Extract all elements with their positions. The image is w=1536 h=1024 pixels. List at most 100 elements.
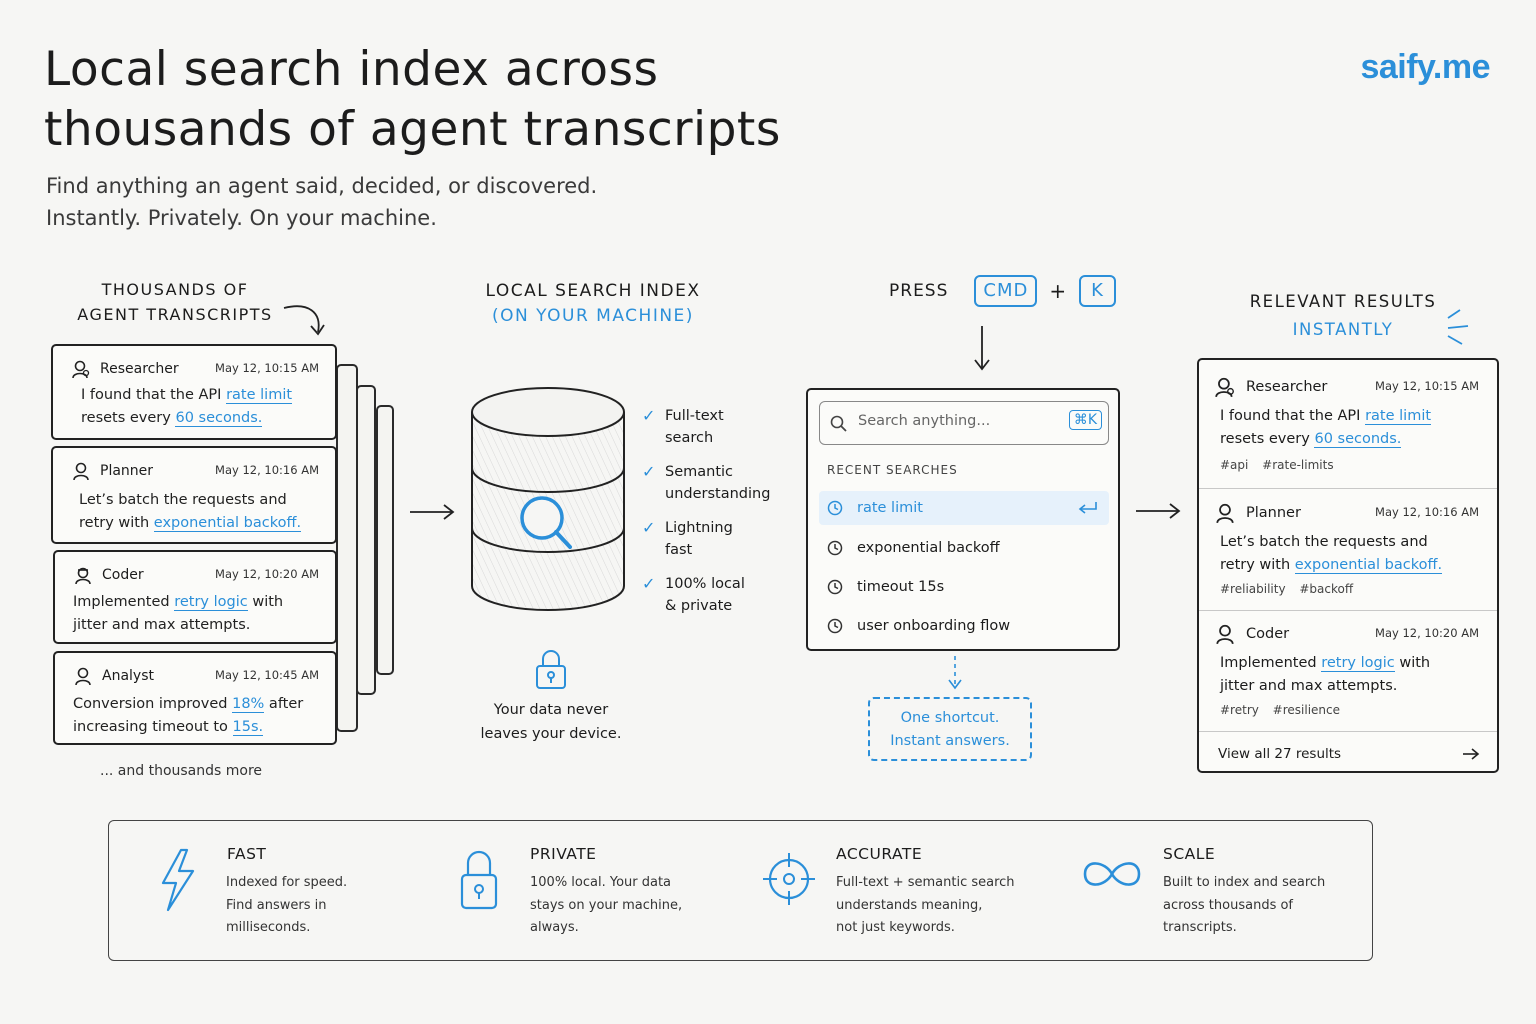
msg-highlight: rate limit <box>226 387 293 404</box>
card-author: Analyst <box>73 666 154 686</box>
arrow-down-icon <box>974 326 990 371</box>
curved-arrow-icon <box>283 305 325 336</box>
card-message: I found that the API rate limit resets e… <box>81 384 319 430</box>
brand-logo[interactable]: saify.me <box>1360 48 1490 86</box>
msg-text: with <box>247 594 284 610</box>
title-line-1: Local search index across <box>44 42 659 97</box>
stack-shadow <box>376 405 394 675</box>
target-icon <box>763 853 815 905</box>
lock-icon <box>460 850 498 910</box>
result-role: Coder <box>1246 626 1290 642</box>
card-author: Coder <box>73 565 144 585</box>
msg-highlight: rate limit <box>1365 408 1432 425</box>
search-shortcut-badge: ⌘K <box>1068 410 1102 430</box>
card-message: Let’s batch the requests and retry with … <box>79 489 319 535</box>
card-author: Researcher <box>71 359 179 379</box>
sparkle-lines-icon <box>1447 309 1469 345</box>
card-message: Implemented retry logic with jitter and … <box>73 591 319 637</box>
results-panel: Researcher May 12, 10:15 AM I found that… <box>1197 358 1499 773</box>
transcript-card[interactable]: Analyst May 12, 10:45 AM Conversion impr… <box>53 651 337 745</box>
msg-highlight: retry logic <box>174 594 248 611</box>
msg-highlight: exponential backoff. <box>153 515 302 532</box>
result-item[interactable]: Coder May 12, 10:20 AM Implemented retry… <box>1199 611 1497 731</box>
search-placeholder: Search anything... <box>858 413 991 429</box>
index-heading-line-2: (ON YOUR MACHINE) <box>492 306 694 326</box>
result-role: Planner <box>1246 505 1301 521</box>
clock-icon <box>827 500 843 516</box>
result-item[interactable]: Researcher May 12, 10:15 AM I found that… <box>1199 360 1497 488</box>
results-heading: RELEVANT RESULTS INSTANTLY <box>1242 288 1444 344</box>
clock-icon <box>827 579 843 595</box>
arrow-right-icon <box>1136 503 1181 519</box>
subtitle: Find anything an agent said, decided, or… <box>46 170 597 234</box>
card-timestamp: May 12, 10:15 AM <box>215 361 319 375</box>
benefit-title: PRIVATE <box>530 845 597 863</box>
enter-icon <box>1078 502 1097 514</box>
magnifier-icon <box>520 496 572 549</box>
result-author: Planner <box>1214 502 1301 524</box>
k-key[interactable]: K <box>1079 275 1116 307</box>
msg-text: retry with <box>1220 557 1295 573</box>
results-heading-line-1: RELEVANT RESULTS <box>1249 292 1437 311</box>
msg-text: resets every <box>81 410 176 426</box>
index-heading: LOCAL SEARCH INDEX (ON YOUR MACHINE) <box>478 279 708 329</box>
msg-highlight: 15s. <box>232 719 264 736</box>
card-timestamp: May 12, 10:16 AM <box>215 463 319 477</box>
card-role: Coder <box>102 567 144 583</box>
more-transcripts-note: ... and thousands more <box>100 763 263 779</box>
recent-search-item[interactable]: user onboarding flow <box>819 609 1109 643</box>
search-palette[interactable]: Search anything... ⌘K RECENT SEARCHES ra… <box>806 388 1120 651</box>
transcript-card[interactable]: Researcher May 12, 10:15 AM I found that… <box>51 344 337 440</box>
benefit-title: FAST <box>227 845 267 863</box>
result-message: Let’s batch the requests and retry with … <box>1220 531 1483 577</box>
recent-search-item[interactable]: timeout 15s <box>819 570 1109 604</box>
lock-icon <box>536 650 566 689</box>
msg-text: Conversion improved <box>73 696 233 712</box>
check-icon: ✓ <box>642 518 656 537</box>
transcript-card[interactable]: Coder May 12, 10:20 AM Implemented retry… <box>53 550 337 644</box>
check-icon: ✓ <box>642 462 656 481</box>
clock-icon <box>827 618 843 634</box>
result-timestamp: May 12, 10:16 AM <box>1375 505 1479 519</box>
card-role: Planner <box>100 463 154 479</box>
msg-text: retry with <box>79 515 154 531</box>
result-tags: #retry #resilience <box>1220 703 1340 717</box>
shortcut-callout: One shortcut. Instant answers. <box>868 697 1032 761</box>
msg-highlight: exponential backoff. <box>1294 557 1443 574</box>
check-icon: ✓ <box>642 574 656 593</box>
msg-highlight: 60 seconds. <box>175 410 263 427</box>
dashed-arrow-icon <box>948 656 962 690</box>
subtitle-line-1: Find anything an agent said, decided, or… <box>46 174 598 198</box>
page-title: Local search index across thousands of a… <box>44 40 781 160</box>
search-input[interactable]: Search anything... ⌘K <box>819 401 1109 445</box>
result-item[interactable]: Planner May 12, 10:16 AM Let’s batch the… <box>1199 489 1497 610</box>
transcripts-heading-line-1: THOUSANDS OF <box>101 280 249 299</box>
result-timestamp: May 12, 10:20 AM <box>1375 626 1479 640</box>
arrow-right-icon[interactable] <box>1461 746 1481 762</box>
result-timestamp: May 12, 10:15 AM <box>1375 379 1479 393</box>
card-role: Researcher <box>100 361 179 377</box>
coder-icon <box>75 567 91 585</box>
analyst-icon <box>75 667 91 686</box>
search-icon <box>830 415 847 432</box>
result-tags: #reliability #backoff <box>1220 582 1354 596</box>
recent-search-item[interactable]: rate limit <box>819 491 1109 525</box>
clock-icon <box>827 540 843 556</box>
view-all-link[interactable]: View all 27 results <box>1218 746 1342 762</box>
msg-text: Let’s batch the requests and <box>79 492 287 508</box>
recent-search-label: exponential backoff <box>857 540 1000 556</box>
results-heading-line-2: INSTANTLY <box>1292 320 1394 339</box>
recent-search-item[interactable]: exponential backoff <box>819 531 1109 565</box>
callout-line-2: Instant answers. <box>890 733 1010 749</box>
press-label: PRESS <box>889 281 949 301</box>
cmd-key[interactable]: CMD <box>974 275 1038 307</box>
shortcut-heading: PRESS CMD + K <box>889 275 1116 307</box>
transcript-card[interactable]: Planner May 12, 10:16 AM Let’s batch the… <box>51 446 337 544</box>
planner-icon <box>73 462 89 481</box>
